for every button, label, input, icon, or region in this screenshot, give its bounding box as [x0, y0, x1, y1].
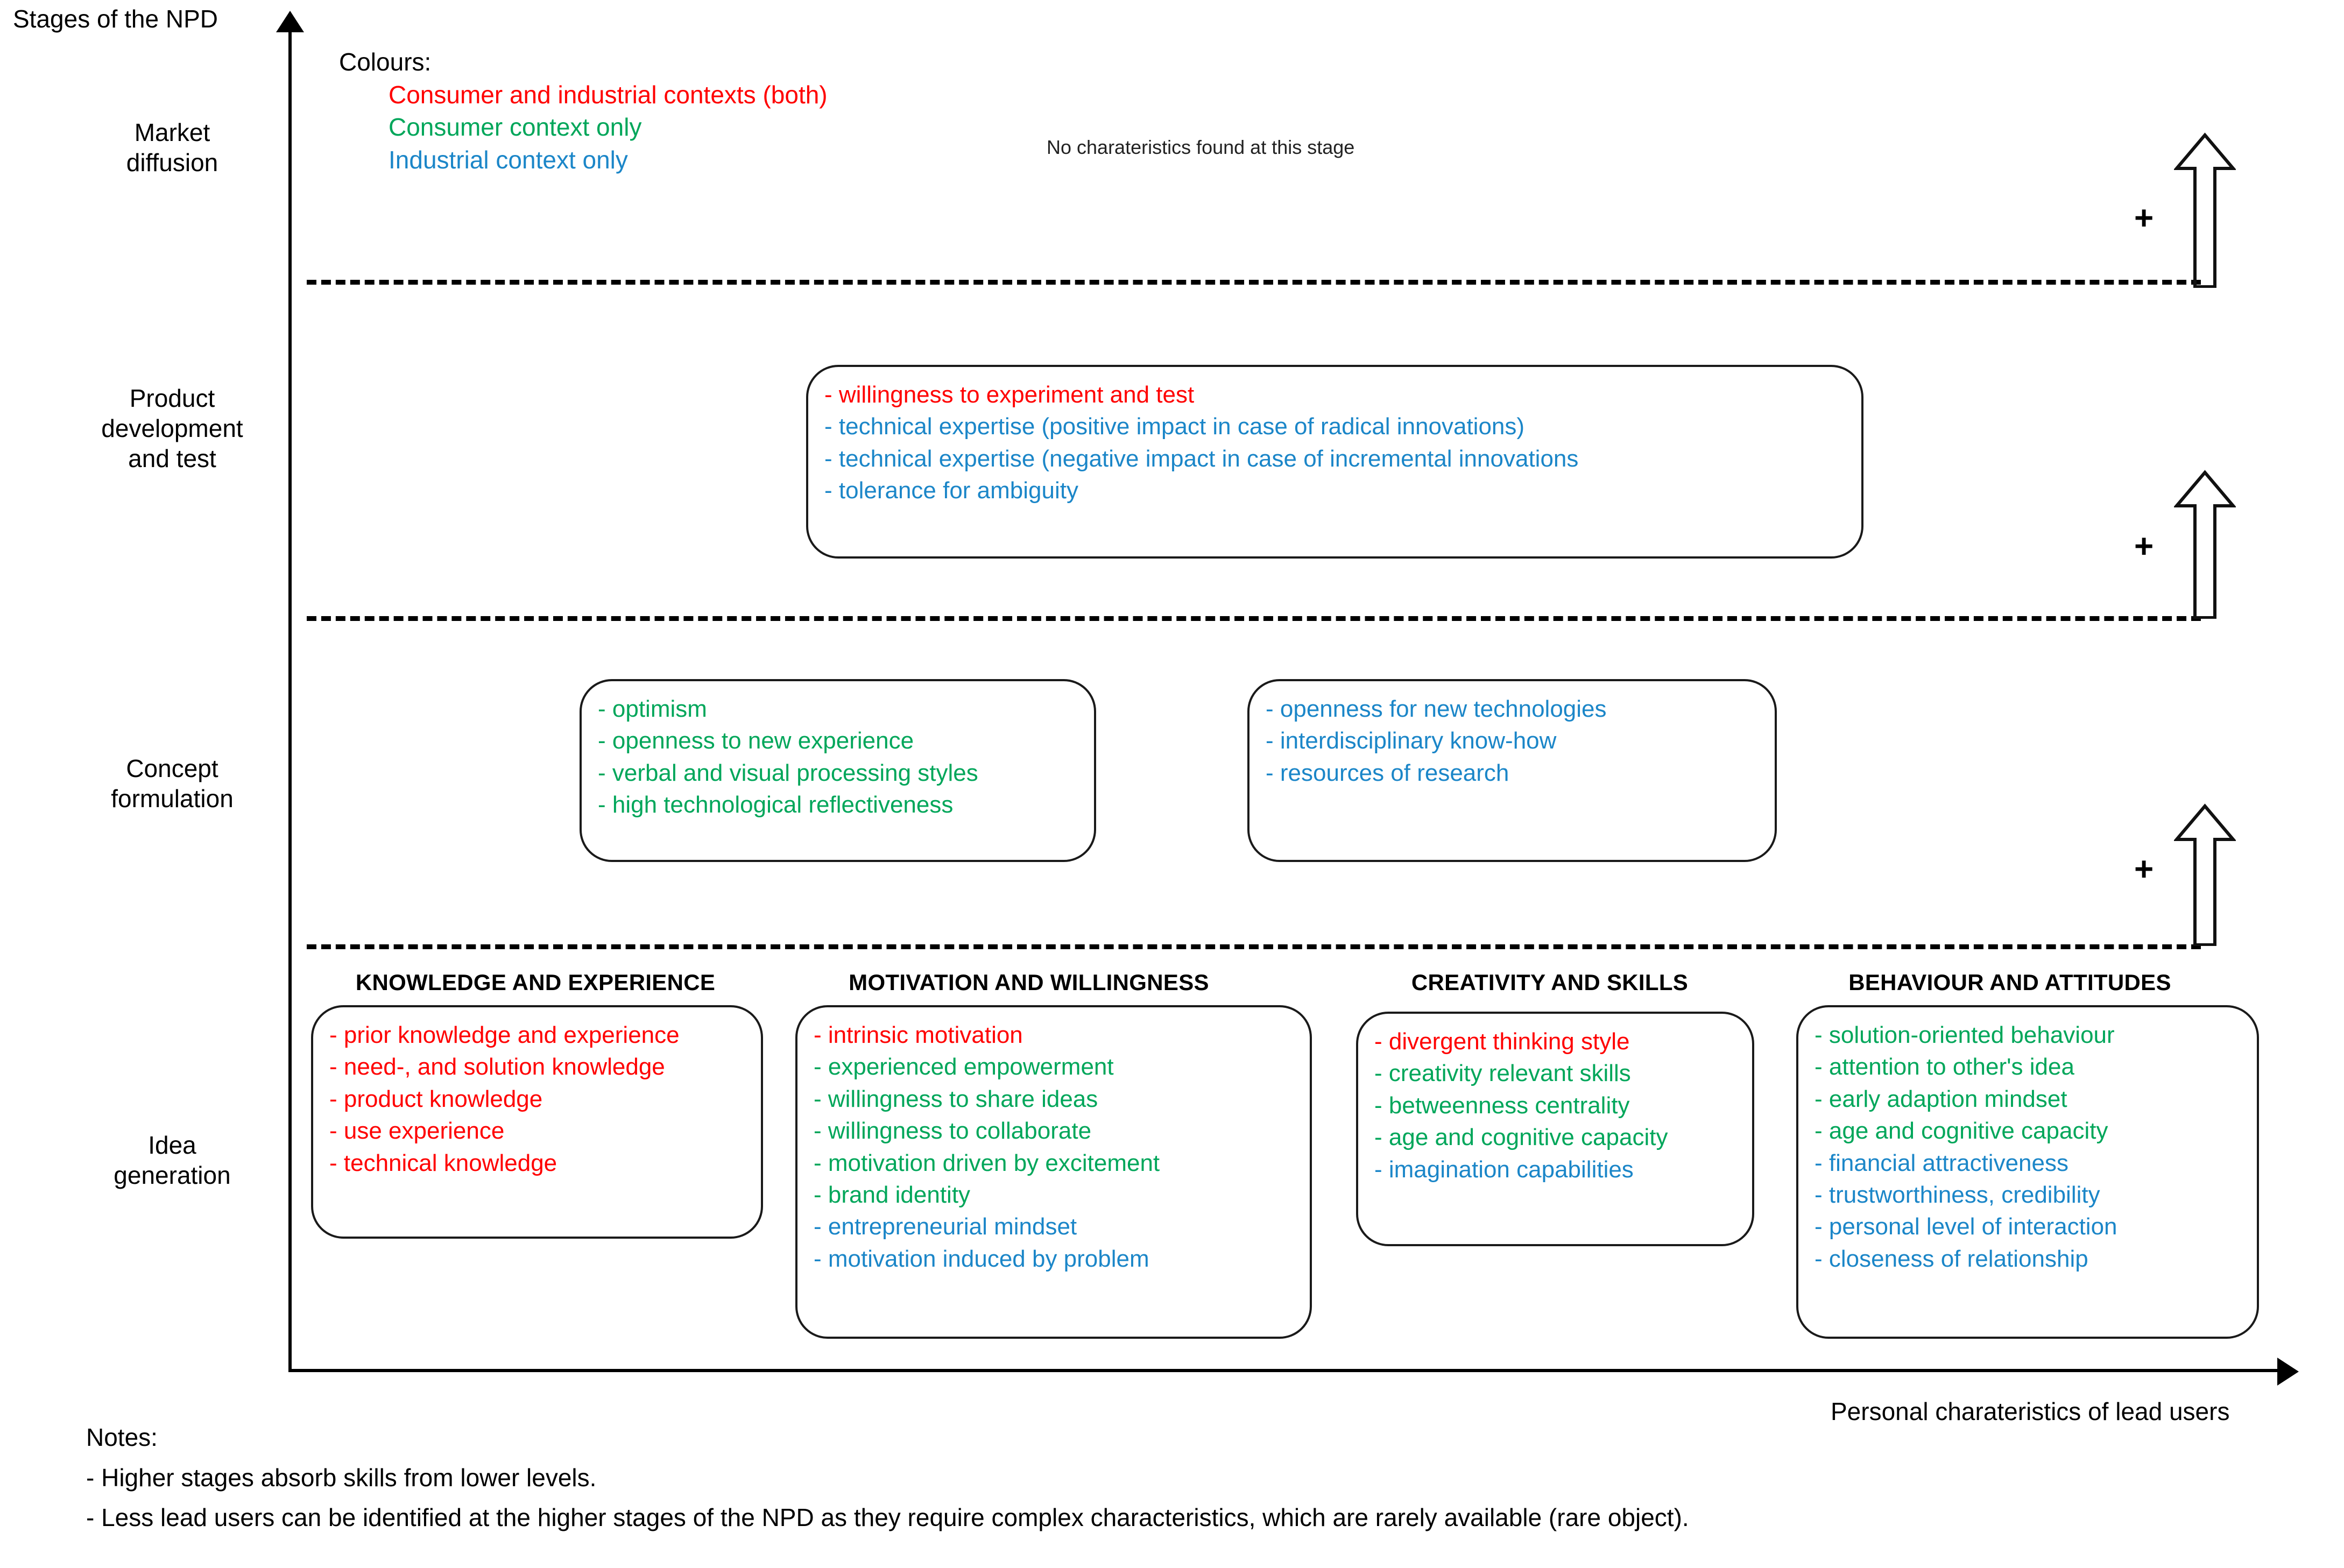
- characteristic-list: - prior knowledge and experience - need-…: [329, 1019, 745, 1179]
- list-item: - openness to new experience: [598, 728, 914, 754]
- list-item: - intrinsic motivation: [814, 1022, 1023, 1048]
- characteristic-list: - openness for new technologies - interd…: [1266, 693, 1759, 789]
- stage-label-product-development-and-test: Product development and test: [83, 383, 261, 474]
- characteristic-list: - solution-oriented behaviour - attentio…: [1815, 1019, 2241, 1275]
- y-axis-arrowhead-icon: [276, 11, 304, 32]
- stage-separator-market-product: [307, 280, 2201, 285]
- list-item: - resources of research: [1266, 759, 1509, 786]
- characteristic-list: - divergent thinking style - creativity …: [1374, 1026, 1736, 1185]
- market-diffusion-empty-note: No charateristics found at this stage: [1047, 136, 1355, 158]
- column-header-creativity-and-skills: CREATIVITY AND SKILLS: [1411, 970, 1689, 995]
- stage-label-line: diffusion: [126, 149, 218, 177]
- list-item: - willingness to experiment and test: [824, 382, 1195, 408]
- stage-label-line: and test: [128, 444, 216, 473]
- up-arrow-icon: [2174, 132, 2236, 288]
- colour-legend: Colours: Consumer and industrial context…: [339, 46, 828, 176]
- concept-formulation-consumer-box: - optimism - openness to new experience …: [580, 679, 1096, 862]
- idea-generation-motivation-box: - intrinsic motivation - experienced emp…: [795, 1005, 1312, 1339]
- plus-symbol-market-diffusion: +: [2134, 200, 2154, 237]
- stage-label-line: Product: [129, 384, 215, 412]
- x-axis-label: Personal charateristics of lead users: [1831, 1397, 2230, 1425]
- list-item: - experienced empowerment: [814, 1054, 1114, 1080]
- list-item: - openness for new technologies: [1266, 696, 1607, 722]
- list-item: - interdisciplinary know-how: [1266, 728, 1557, 754]
- characteristic-list: - optimism - openness to new experience …: [598, 693, 1078, 821]
- idea-generation-knowledge-box: - prior knowledge and experience - need-…: [311, 1005, 763, 1239]
- stage-label-line: formulation: [111, 785, 234, 813]
- list-item: - early adaption mindset: [1815, 1085, 2067, 1112]
- list-item: - verbal and visual processing styles: [598, 759, 978, 786]
- idea-generation-creativity-box: - divergent thinking style - creativity …: [1356, 1012, 1754, 1246]
- notes-line: - Less lead users can be identified at t…: [86, 1503, 1689, 1532]
- list-item: - divergent thinking style: [1374, 1028, 1630, 1055]
- list-item: - closeness of relationship: [1815, 1245, 2088, 1272]
- list-item: - tolerance for ambiguity: [824, 477, 1078, 504]
- list-item: - willingness to collaborate: [814, 1118, 1092, 1145]
- list-item: - optimism: [598, 696, 707, 722]
- list-item: - technical expertise (positive impact i…: [824, 413, 1525, 440]
- column-header-behaviour-and-attitudes: BEHAVIOUR AND ATTITUDES: [1848, 970, 2171, 995]
- legend-item-consumer: Consumer context only: [389, 113, 642, 142]
- plus-symbol-concept-formulation: +: [2134, 851, 2154, 888]
- list-item: - age and cognitive capacity: [1815, 1118, 2108, 1145]
- characteristic-list: - intrinsic motivation - experienced emp…: [814, 1019, 1294, 1275]
- idea-generation-behaviour-box: - solution-oriented behaviour - attentio…: [1796, 1005, 2259, 1339]
- x-axis-arrowhead-icon: [2277, 1358, 2299, 1386]
- stage-label-line: Idea: [148, 1131, 196, 1159]
- stage-label-line: generation: [114, 1161, 231, 1190]
- y-axis-line: [288, 26, 292, 1371]
- list-item: - personal level of interaction: [1815, 1213, 2117, 1240]
- list-item: - imagination capabilities: [1374, 1156, 1634, 1183]
- list-item: - betweenness centrality: [1374, 1092, 1630, 1119]
- list-item: - attention to other's idea: [1815, 1054, 2074, 1080]
- y-axis-label: Stages of the NPD: [13, 5, 218, 33]
- list-item: - prior knowledge and experience: [329, 1022, 680, 1048]
- list-item: - product knowledge: [329, 1085, 543, 1112]
- legend-title: Colours:: [339, 48, 432, 76]
- list-item: - use experience: [329, 1118, 505, 1145]
- plus-symbol-product-development: +: [2134, 528, 2154, 565]
- legend-item-both: Consumer and industrial contexts (both): [389, 80, 828, 109]
- list-item: - need-, and solution knowledge: [329, 1054, 665, 1080]
- up-arrow-icon: [2174, 470, 2236, 619]
- list-item: - trustworthiness, credibility: [1815, 1181, 2100, 1208]
- product-development-characteristics-box: - willingness to experiment and test - t…: [806, 365, 1863, 559]
- list-item: - creativity relevant skills: [1374, 1060, 1631, 1087]
- list-item: - motivation induced by problem: [814, 1245, 1149, 1272]
- list-item: - financial attractiveness: [1815, 1149, 2068, 1176]
- notes-block: Notes: - Higher stages absorb skills fro…: [86, 1417, 1689, 1538]
- stage-separator-concept-idea: [307, 944, 2201, 949]
- list-item: - entrepreneurial mindset: [814, 1213, 1077, 1240]
- list-item: - willingness to share ideas: [814, 1085, 1098, 1112]
- characteristic-list: - willingness to experiment and test - t…: [824, 379, 1845, 507]
- column-header-knowledge-and-experience: KNOWLEDGE AND EXPERIENCE: [355, 970, 716, 995]
- legend-item-industrial: Industrial context only: [389, 146, 628, 174]
- up-arrow-icon: [2174, 803, 2236, 946]
- list-item: - solution-oriented behaviour: [1815, 1022, 2115, 1048]
- list-item: - motivation driven by excitement: [814, 1149, 1160, 1176]
- stage-label-concept-formulation: Concept formulation: [83, 753, 261, 814]
- list-item: - age and cognitive capacity: [1374, 1124, 1668, 1151]
- notes-title: Notes:: [86, 1423, 158, 1451]
- stage-label-line: development: [101, 414, 243, 443]
- stage-separator-product-concept: [307, 616, 2201, 621]
- column-header-motivation-and-willingness: MOTIVATION AND WILLINGNESS: [849, 970, 1209, 995]
- stage-label-market-diffusion: Market diffusion: [83, 117, 261, 178]
- notes-line: - Higher stages absorb skills from lower…: [86, 1463, 597, 1492]
- list-item: - high technological reflectiveness: [598, 792, 954, 818]
- stage-label-idea-generation: Idea generation: [83, 1130, 261, 1190]
- stage-label-line: Market: [134, 118, 210, 146]
- stage-label-line: Concept: [126, 754, 218, 782]
- list-item: - brand identity: [814, 1181, 971, 1208]
- concept-formulation-industrial-box: - openness for new technologies - interd…: [1247, 679, 1777, 862]
- list-item: - technical knowledge: [329, 1149, 557, 1176]
- list-item: - technical expertise (negative impact i…: [824, 445, 1579, 472]
- x-axis-line: [288, 1369, 2285, 1372]
